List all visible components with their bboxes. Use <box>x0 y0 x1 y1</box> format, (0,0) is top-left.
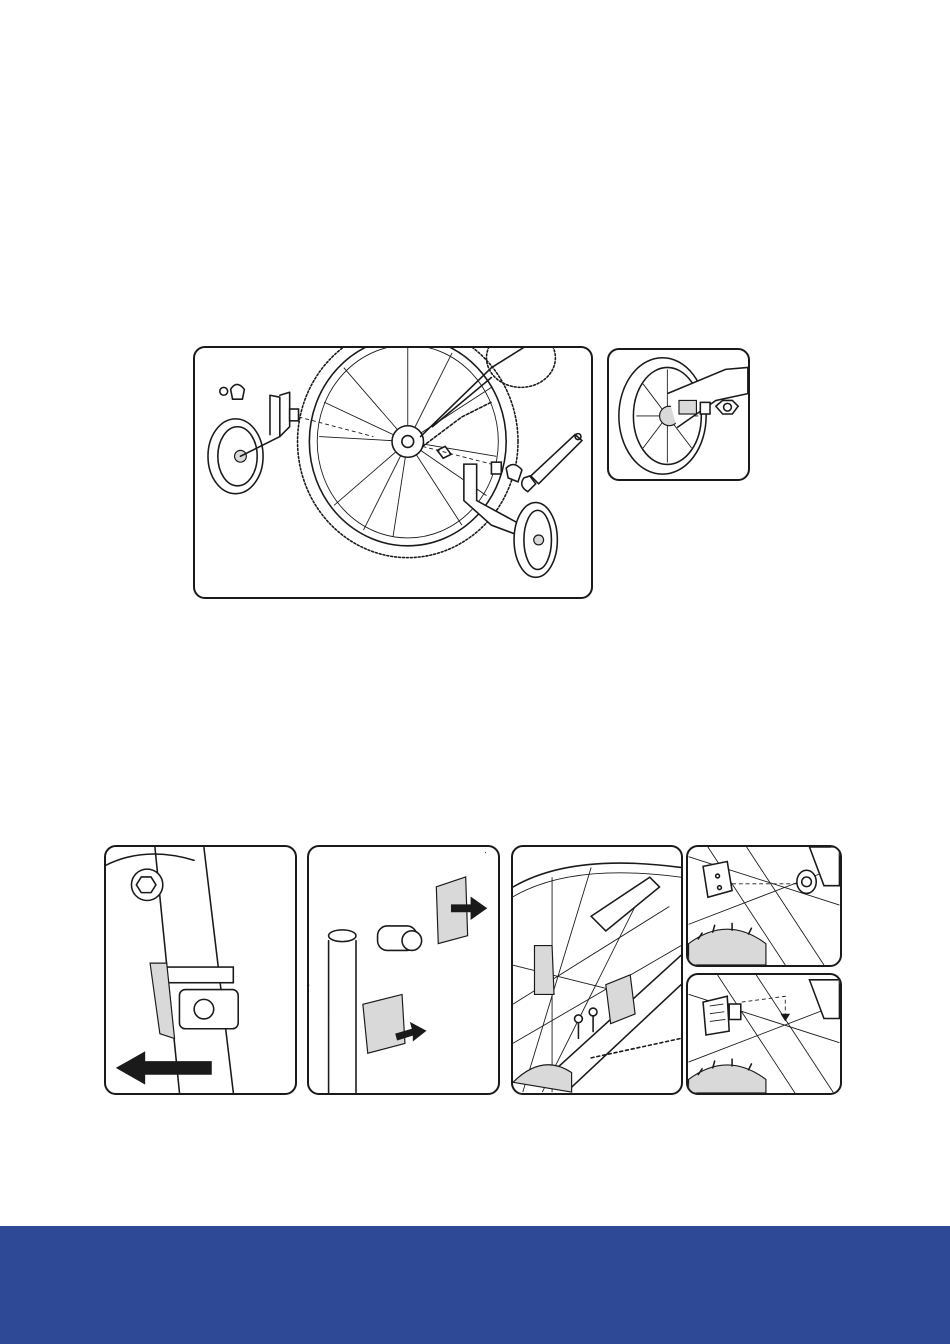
dashed-arrow-icon <box>742 996 790 1021</box>
rear-reflector-mount-figure <box>686 973 842 1095</box>
wheel-reflector-illustration <box>513 847 681 1093</box>
handlebar-reflector-illustration <box>309 847 498 1093</box>
footer-band <box>0 1226 950 1344</box>
arrow-left-icon <box>116 1051 212 1084</box>
axle-nut-detail-figure <box>607 348 750 481</box>
gear-icon <box>689 923 766 965</box>
rear-reflector-bolt-illustration <box>688 847 840 965</box>
nut-icon <box>716 400 738 414</box>
nut-icon <box>797 870 816 893</box>
handlebar-reflector-figure <box>307 845 500 1095</box>
seat-post-reflector-figure <box>104 845 297 1095</box>
chain-icon <box>591 1038 681 1058</box>
training-wheel-assembly-illustration <box>195 348 591 597</box>
training-wheel-icon <box>208 392 290 493</box>
seat-post-reflector-illustration <box>106 847 295 1093</box>
axle-nut-detail-illustration <box>609 350 748 479</box>
training-wheel-assembly-figure <box>193 346 593 599</box>
reflector-icon <box>534 946 635 1024</box>
gear-icon <box>689 1059 766 1093</box>
rear-wheel-icon <box>298 348 518 558</box>
reflector-icon <box>703 862 732 898</box>
wrench-icon <box>522 434 582 492</box>
axle-bolt-icon <box>679 400 710 414</box>
rear-reflector-bolt-figure <box>686 845 842 967</box>
wheel-reflector-figure <box>511 845 683 1095</box>
rear-reflector-mount-illustration <box>688 975 840 1093</box>
nut-icon <box>491 462 501 474</box>
